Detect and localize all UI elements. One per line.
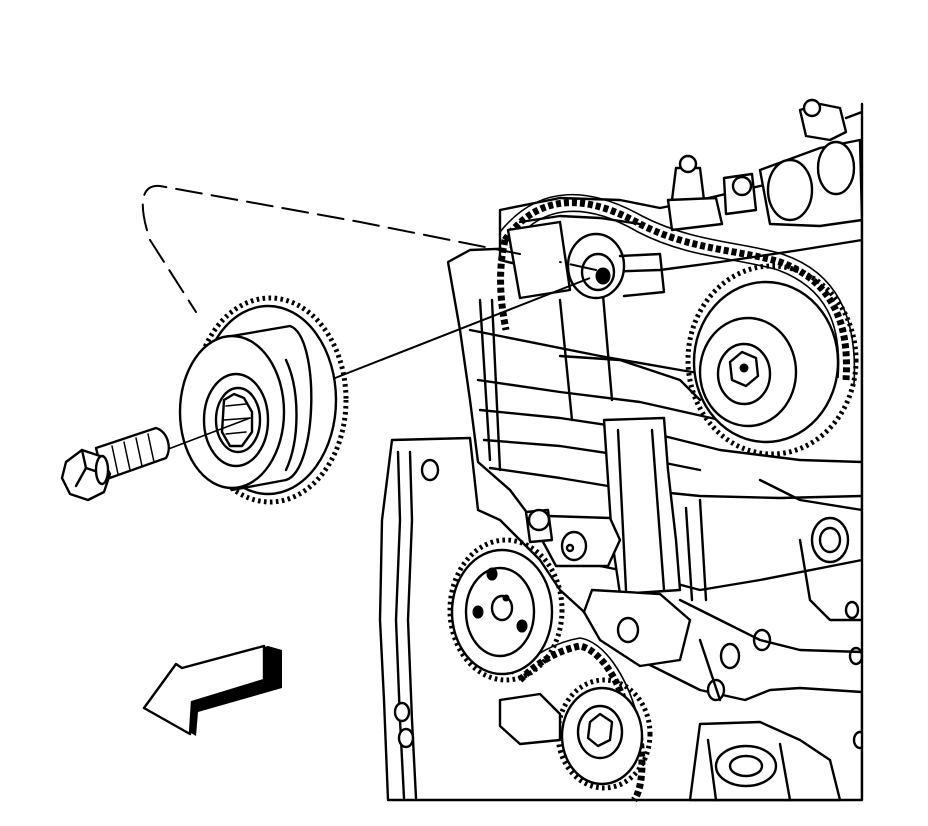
crank-sprocket <box>498 677 653 791</box>
camshaft-sprocket <box>178 295 349 505</box>
head-bolts <box>666 154 758 232</box>
lower-right-housing <box>688 720 842 802</box>
engine-front <box>378 90 928 826</box>
sprocket-bolt <box>60 426 170 502</box>
chain-guide <box>602 416 708 602</box>
installed-cam-sprocket-left <box>506 220 666 300</box>
placement-guide-line <box>141 184 597 313</box>
arrow-left-icon <box>142 644 282 736</box>
tensioner-bracket <box>524 508 692 668</box>
installed-cam-sprocket-right <box>685 263 859 457</box>
camshaft <box>758 98 864 228</box>
alignment-line <box>329 277 591 381</box>
lower-left-pulley <box>447 537 565 683</box>
